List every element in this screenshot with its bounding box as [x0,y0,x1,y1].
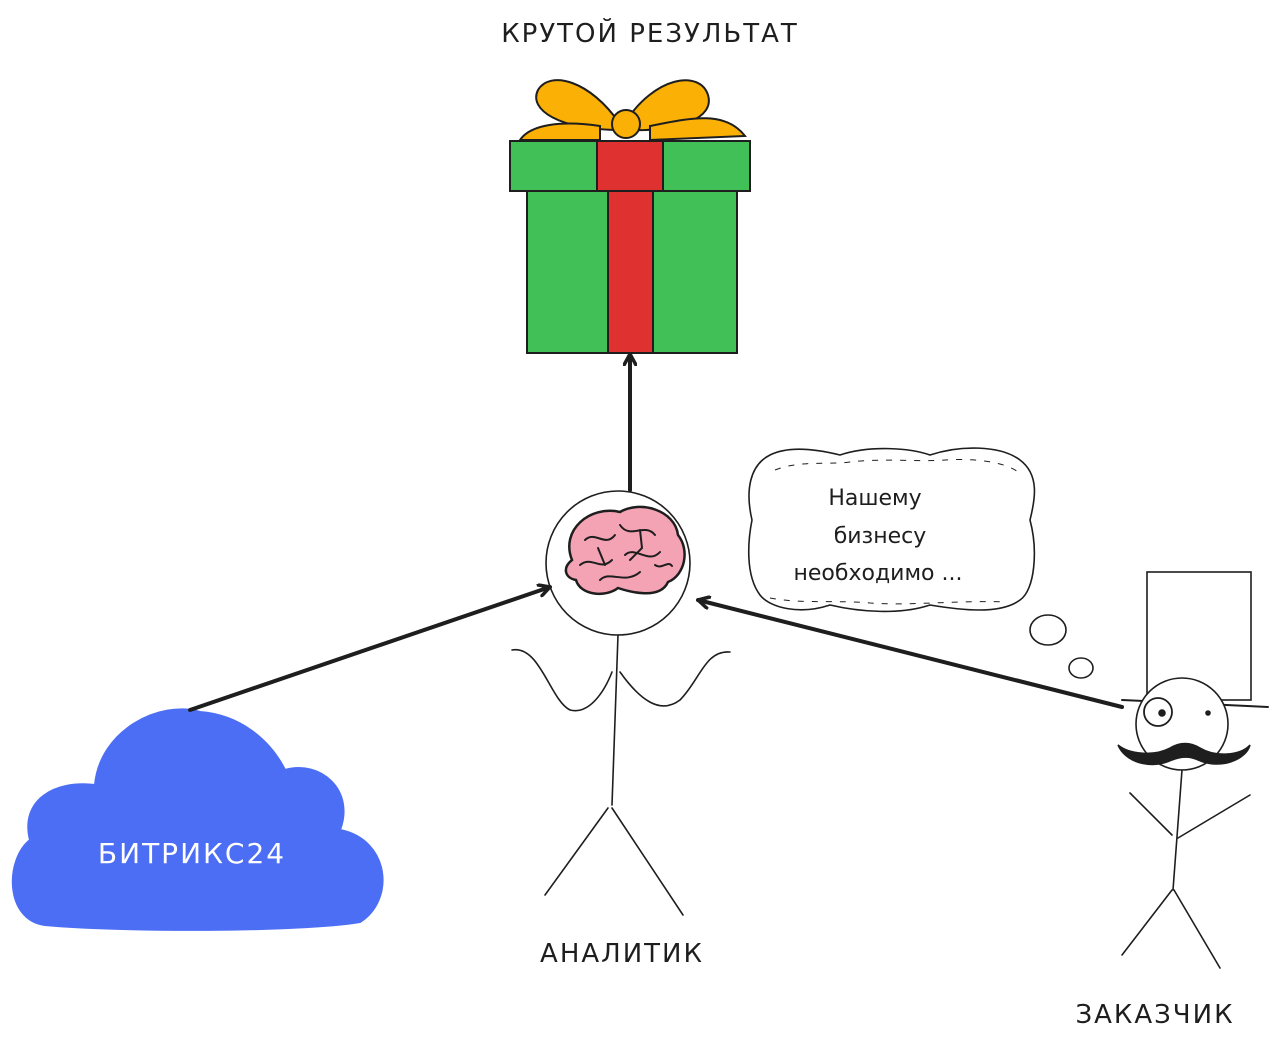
thought-bubble [747,447,1094,679]
customer-figure [1121,571,1269,969]
gift-icon [509,79,751,354]
top-hat-icon [1146,571,1252,701]
brain-icon [564,505,686,596]
bitrix-label: БИТРИКС24 [98,837,286,870]
arrow-customer-to-analyst [696,600,1124,709]
customer-label: ЗАКАЗЧИК [1075,1000,1234,1030]
thought-line-3: необходимо ... [794,561,963,586]
arrow-bitrix-to-analyst [188,587,552,712]
thought-line-1: Нашему [828,486,921,511]
analyst-label: АНАЛИТИК [540,939,704,969]
bitrix-cloud-icon [11,708,384,931]
mustache-icon [1117,742,1251,766]
result-label: КРУТОЙ РЕЗУЛЬТАТ [501,17,799,49]
thought-line-2: бизнесу [834,524,927,549]
